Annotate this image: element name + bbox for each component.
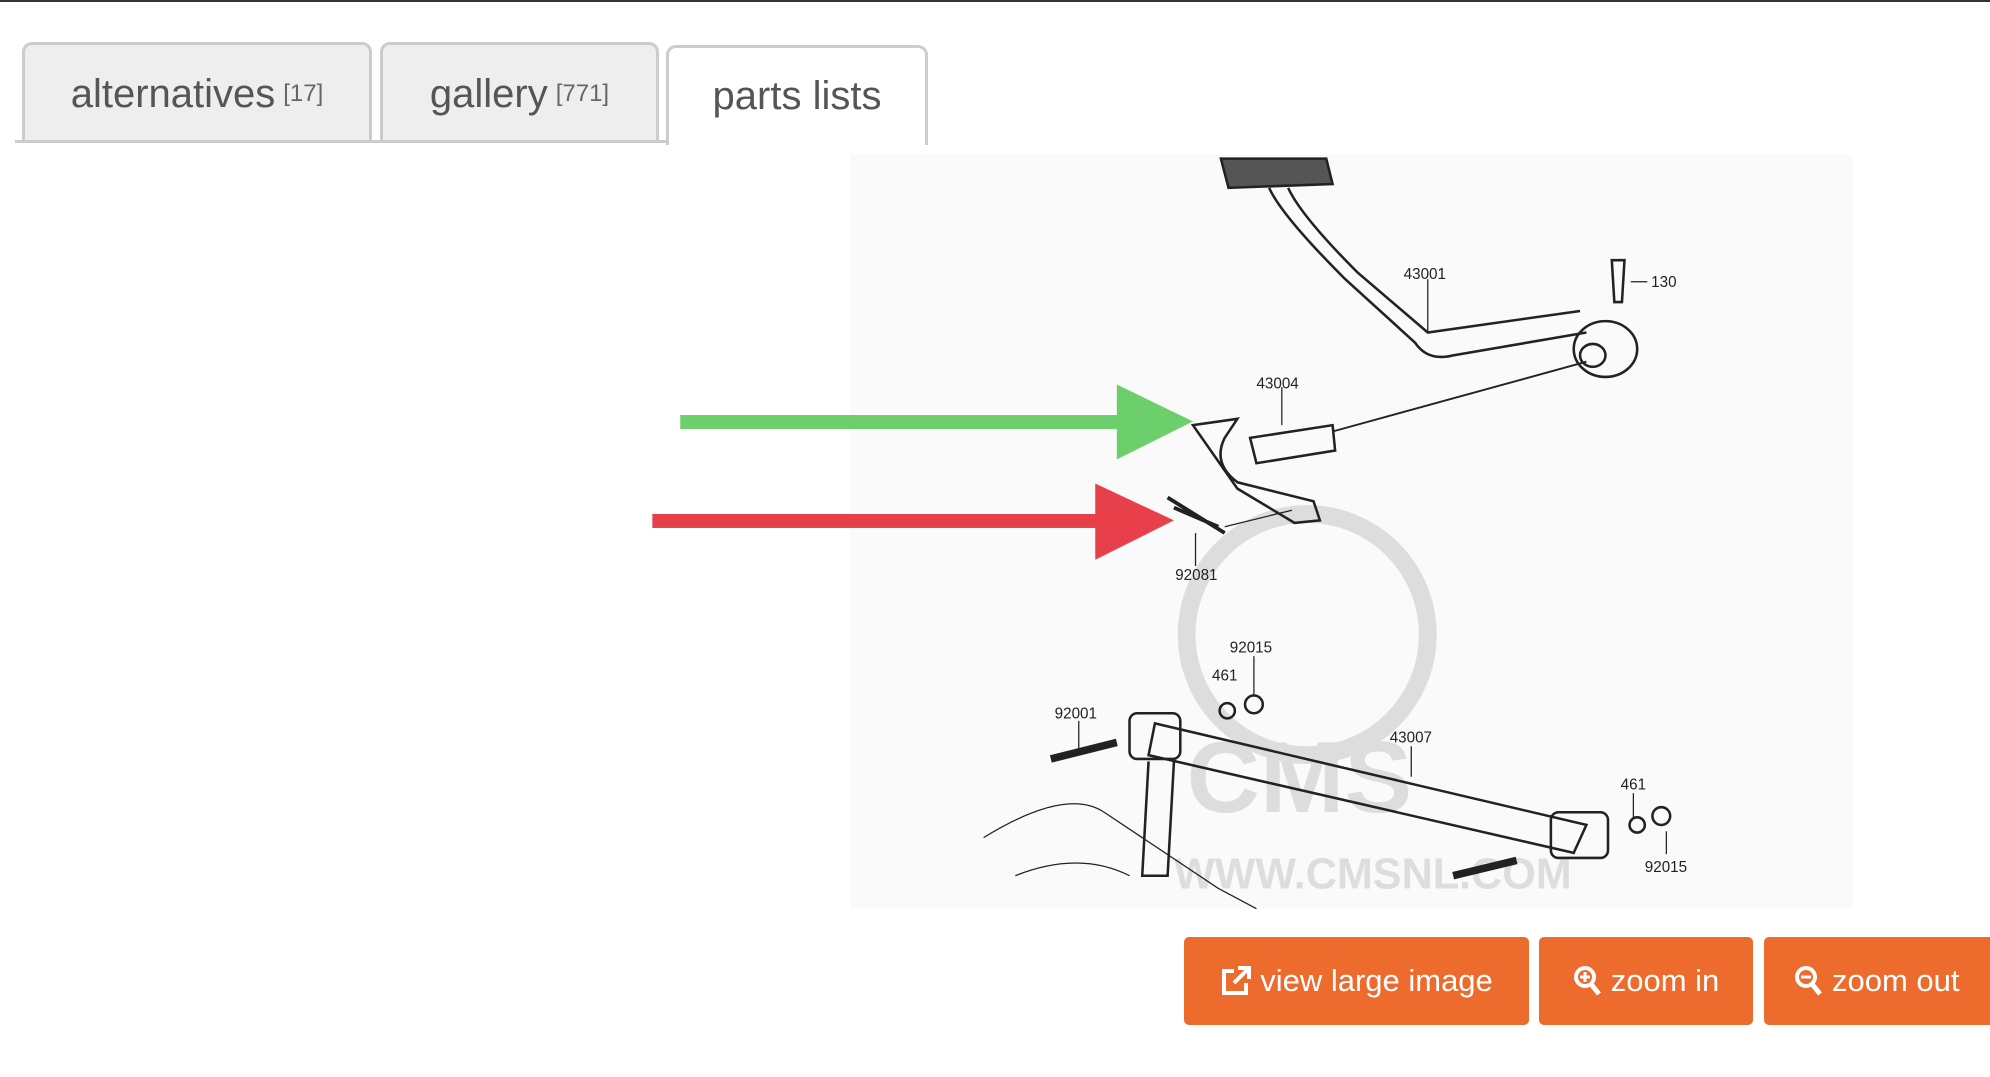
zoom-in-icon [1573, 966, 1601, 996]
zoom-in-button[interactable]: zoom in [1539, 937, 1753, 1025]
button-label: zoom in [1610, 963, 1720, 998]
zoom-out-button[interactable]: zoom out [1764, 937, 1990, 1025]
top-border [0, 0, 1990, 2]
external-link-icon [1222, 966, 1252, 995]
tab-bar-border [15, 140, 666, 143]
zoom-out-icon [1795, 966, 1822, 996]
part-label: 92001 [1055, 705, 1097, 722]
tab-count: [17] [283, 80, 324, 107]
tab-label: gallery [429, 71, 548, 116]
tab-count: [771] [555, 80, 610, 107]
tab-parts-lists[interactable]: parts lists [666, 45, 928, 145]
button-label: zoom out [1832, 963, 1960, 998]
part-label: 92081 [1175, 567, 1217, 584]
red-arrow [652, 483, 1174, 560]
view-large-image-button[interactable]: view large image [1184, 937, 1529, 1025]
part-label: 43007 [1390, 729, 1432, 746]
line-drawing [983, 157, 1672, 910]
watermark-text: WWW.CMSNL.COM [1174, 850, 1572, 898]
tab-alternatives[interactable]: alternatives [17] [22, 42, 372, 143]
tab-label: alternatives [70, 71, 276, 116]
tab-label: parts lists [712, 74, 882, 118]
button-label: view large image [1260, 963, 1493, 998]
part-label: 43004 [1256, 375, 1299, 392]
part-label: 92015 [1645, 859, 1687, 876]
tab-gallery[interactable]: gallery [771] [380, 42, 659, 143]
part-label: 461 [1621, 776, 1646, 793]
part-label: 92015 [1230, 639, 1272, 656]
part-label: 461 [1212, 667, 1237, 684]
green-arrow [680, 384, 1193, 460]
part-labels: 43001 130 43004 92081 92015 461 92001 43… [1055, 266, 1687, 876]
part-label: 43001 [1404, 266, 1446, 283]
part-label: 130 [1651, 274, 1676, 291]
diagram-background [850, 154, 1853, 909]
